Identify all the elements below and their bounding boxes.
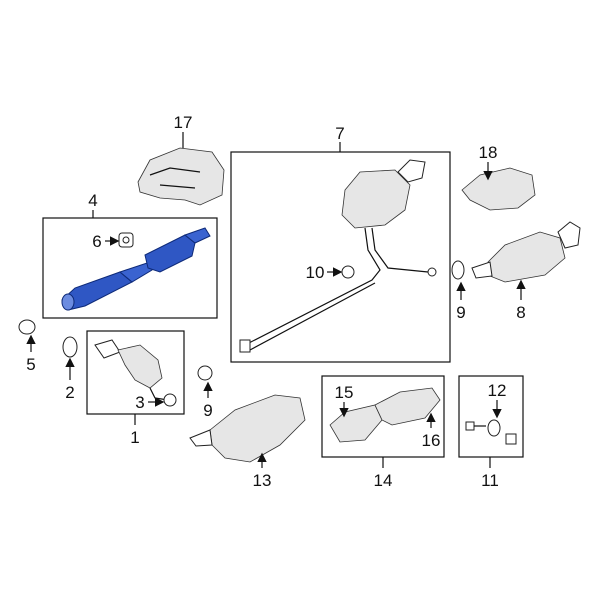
callout-2: 2 — [65, 383, 74, 402]
callout-10: 10 — [306, 263, 325, 282]
part-15-heat-shield[interactable] — [329, 404, 383, 443]
part-11-bolt[interactable] — [465, 421, 486, 431]
part-3-nut[interactable] — [163, 393, 177, 407]
callout-14: 14 — [374, 471, 393, 490]
callout-12: 12 — [488, 381, 507, 400]
callout-13: 13 — [253, 471, 272, 490]
part-2-gasket[interactable] — [62, 336, 78, 358]
callout-7: 7 — [335, 124, 344, 143]
part-4-center-pipe[interactable] — [61, 227, 211, 311]
part-5-gasket[interactable] — [18, 319, 36, 335]
callout-6: 6 — [92, 232, 101, 251]
part-13-heat-shield[interactable] — [189, 394, 306, 463]
part-11-nut[interactable] — [505, 433, 517, 445]
callout-3: 3 — [135, 393, 144, 412]
group-box-7 — [230, 151, 451, 363]
callout-16: 16 — [422, 431, 441, 450]
part-17-heat-shield[interactable] — [137, 147, 225, 206]
callout-17: 17 — [174, 113, 193, 132]
part-7-muffler-assembly[interactable] — [239, 159, 437, 353]
callout-8: 8 — [516, 303, 525, 322]
callout-4: 4 — [88, 191, 97, 210]
callout-5: 5 — [26, 355, 35, 374]
part-9-gasket-lower[interactable] — [197, 365, 213, 381]
group-box-11 — [458, 375, 524, 458]
callout-15: 15 — [335, 383, 354, 402]
part-9-gasket[interactable] — [451, 260, 465, 280]
group-box-4 — [42, 217, 218, 319]
part-1-catalytic-converter[interactable] — [94, 339, 169, 401]
part-16-heat-shield[interactable] — [374, 387, 441, 426]
callout-9a: 9 — [456, 303, 465, 322]
callout-1: 1 — [130, 428, 139, 447]
part-18-heat-shield[interactable] — [461, 167, 536, 211]
part-12-hanger[interactable] — [487, 419, 501, 437]
part-8-muffler[interactable] — [471, 221, 581, 283]
part-6-hanger[interactable] — [118, 232, 134, 248]
callout-18: 18 — [479, 143, 498, 162]
callout-11: 11 — [481, 471, 499, 490]
part-10-hanger[interactable] — [341, 265, 355, 279]
callout-9b: 9 — [203, 401, 212, 420]
